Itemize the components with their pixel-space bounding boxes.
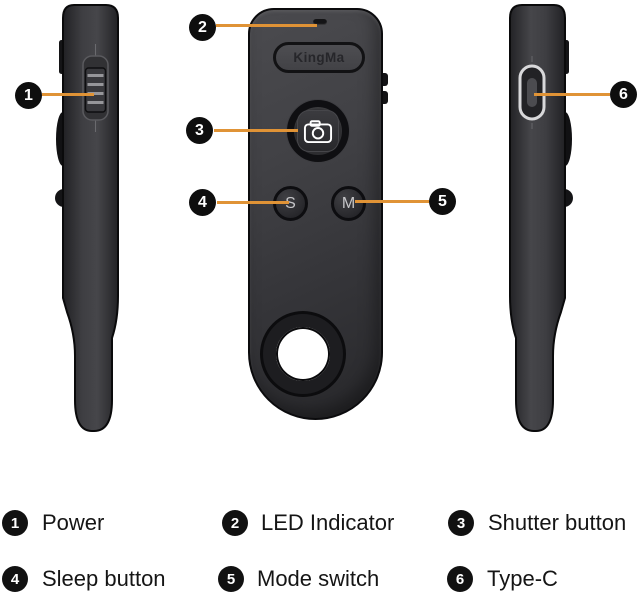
legend-num-typec-text: 6 [455, 570, 465, 588]
left-side-view [55, 4, 119, 432]
power-slider [82, 44, 109, 132]
callout-3-number: 3 [195, 121, 204, 139]
callout-4-number: 4 [198, 193, 207, 211]
legend-num-mode: 5 [218, 566, 244, 592]
callout-5: 5 [429, 188, 456, 215]
legend-label-mode: Mode switch [257, 566, 380, 591]
led-indicator [313, 19, 327, 25]
legend-num-typec: 6 [447, 566, 473, 592]
callout-3: 3 [186, 117, 213, 144]
shutter-button-face [297, 110, 339, 152]
callout-5-number: 5 [438, 192, 447, 210]
leader-line-mode [355, 200, 429, 203]
legend-num-led-text: 2 [230, 514, 240, 532]
camera-icon [303, 119, 333, 143]
mode-button-label: M [341, 194, 356, 212]
legend-label-led: LED Indicator [261, 510, 395, 535]
callout-2-number: 2 [198, 18, 207, 36]
legend-label-sleep: Sleep button [42, 566, 166, 591]
callout-2: 2 [189, 14, 216, 41]
legend-label-shutter: Shutter button [488, 510, 627, 535]
legend-num-sleep-text: 4 [10, 570, 20, 588]
callout-6: 6 [610, 81, 637, 108]
callout-1-number: 1 [24, 86, 33, 104]
brand-logo: KingMa [273, 42, 365, 73]
lanyard-ring [263, 314, 343, 394]
side-button-nub [381, 91, 388, 104]
leader-line-sleep [217, 201, 289, 204]
legend-num-sleep: 4 [2, 566, 28, 592]
brand-logo-text: KingMa [293, 50, 345, 65]
legend-num-mode-text: 5 [226, 570, 236, 588]
sleep-button-label: S [285, 194, 296, 212]
leader-line-power [42, 93, 94, 96]
legend-num-power-text: 1 [10, 514, 20, 532]
legend-num-power: 1 [2, 510, 28, 536]
legend-label-typec: Type-C [487, 566, 558, 591]
legend-label-power: Power [42, 510, 105, 535]
mode-button: M [331, 186, 366, 221]
type-c-port [518, 56, 546, 129]
callout-4: 4 [189, 189, 216, 216]
leader-line-shutter [214, 129, 298, 132]
leader-line-led [216, 24, 317, 27]
leader-line-typec [534, 93, 610, 96]
shutter-button [287, 100, 349, 162]
legend-num-led: 2 [222, 510, 248, 536]
legend-num-shutter: 3 [448, 510, 474, 536]
callout-6-number: 6 [619, 85, 628, 103]
legend-num-shutter-text: 3 [456, 514, 466, 532]
callout-1: 1 [15, 82, 42, 109]
side-button-nub [381, 73, 388, 86]
right-side-view [509, 4, 573, 432]
